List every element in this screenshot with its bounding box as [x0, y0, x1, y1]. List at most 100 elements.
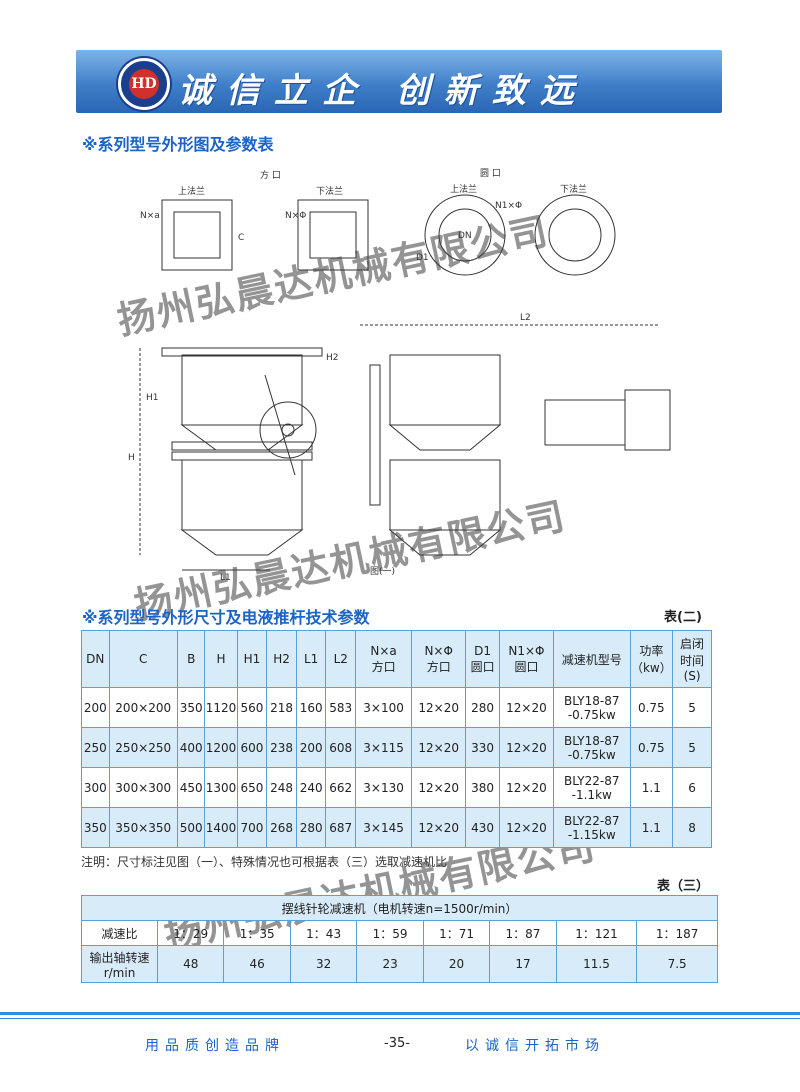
cell: 0.75	[629, 687, 674, 728]
table-note: 注明：尺寸标注见图（一）、特殊情况也可根据表（三）选取减速机比	[81, 855, 448, 869]
footer-left-slogan: 用品质创造品牌	[145, 1038, 285, 1054]
col-header: H1	[236, 630, 268, 688]
col-header: 减速机型号	[552, 630, 631, 688]
c-label: C	[238, 233, 244, 243]
cell: 3×100	[355, 687, 413, 728]
cell: 12×20	[411, 767, 467, 808]
col-header: N×Φ 方口	[411, 630, 467, 688]
col-header: N1×Φ 圆口	[498, 630, 554, 688]
technical-drawing: 方 口 圆 口 上法兰 下法兰 上法兰 下法兰 N×a N×Φ N1×Φ C D…	[128, 168, 671, 580]
params-table: DN C B H H1 H2 L1 L2 N×a 方口 N×Φ 方口 D1 圆口…	[81, 630, 712, 848]
table-row: 200 200×200 350 1120 560 218 160 583 3×1…	[81, 687, 712, 728]
cell: 500	[176, 807, 206, 848]
section-title-drawings: ※系列型号外形图及参数表	[82, 135, 274, 154]
n1-phi-label: N1×Φ	[495, 201, 522, 211]
table-row: 350 350×350 500 1400 700 268 280 687 3×1…	[81, 807, 712, 848]
cell: 3×130	[355, 767, 413, 808]
table2-label: 表(二)	[664, 610, 702, 625]
cell: 0.75	[629, 727, 674, 768]
cell: 250×250	[108, 727, 178, 768]
cell: 6	[672, 767, 712, 808]
footer-divider	[0, 1012, 800, 1015]
table-header-row: DN C B H H1 H2 L1 L2 N×a 方口 N×Φ 方口 D1 圆口…	[81, 630, 712, 688]
cell: 11.5	[555, 945, 638, 983]
row-label: 输出轴转速 r/min	[81, 945, 158, 983]
cell: 400	[176, 727, 206, 768]
cell: 3×115	[355, 727, 413, 768]
cell: BLY18-87 -0.75kw	[552, 687, 631, 728]
square-lower-flange-label: 下法兰	[316, 185, 343, 197]
reducer-table: 摆线针轮减速机（电机转速n=1500r/min） 减速比 1：29 1：35 1…	[81, 895, 718, 983]
row-label: 减速比	[81, 920, 158, 946]
table3-label: 表（三）	[657, 879, 710, 894]
round-opening-label: 圆 口	[480, 168, 501, 179]
cell: BLY22-87 -1.15kw	[552, 807, 631, 848]
cell: 12×20	[411, 807, 467, 848]
cell: 268	[266, 807, 297, 848]
cell: 662	[325, 767, 357, 808]
round-lower-flange	[534, 194, 616, 276]
table-header-row: 摆线针轮减速机（电机转速n=1500r/min）	[81, 895, 718, 921]
cell: 20	[422, 945, 491, 983]
cell: BLY22-87 -1.1kw	[552, 767, 631, 808]
cell: 1：187	[636, 920, 718, 946]
cell: 280	[295, 807, 327, 848]
cell: 687	[325, 807, 357, 848]
cell: 12×20	[498, 807, 554, 848]
cell: 300×300	[108, 767, 178, 808]
cell: 200	[81, 687, 110, 728]
col-header: B	[176, 630, 206, 688]
col-header: L1	[295, 630, 327, 688]
cell: 450	[176, 767, 206, 808]
cell: 430	[465, 807, 500, 848]
square-lower-flange	[297, 199, 369, 271]
cell: 1：71	[422, 920, 491, 946]
h2-label: H2	[326, 353, 339, 363]
cell: 1300	[204, 767, 238, 808]
cell: 350	[81, 807, 110, 848]
cell: 1200	[204, 727, 238, 768]
cell: 238	[266, 727, 297, 768]
table-row: 300 300×300 450 1300 650 248 240 662 3×1…	[81, 767, 712, 808]
cell: 48	[156, 945, 225, 983]
col-header: 功率 （kw）	[629, 630, 674, 688]
cell: 1120	[204, 687, 238, 728]
reducer-table-title: 摆线针轮减速机（电机转速n=1500r/min）	[81, 895, 718, 921]
cell: BLY18-87 -0.75kw	[552, 727, 631, 768]
table-row: 输出轴转速 r/min 48 46 32 23 20 17 11.5 7.5	[81, 945, 718, 983]
figure-caption: 图(一)	[370, 566, 395, 577]
actuator-wheel	[259, 401, 317, 459]
section-title-params: ※系列型号外形尺寸及电液推杆技术参数	[82, 608, 370, 627]
cell: 23	[356, 945, 424, 983]
table-row: 250 250×250 400 1200 600 238 200 608 3×1…	[81, 727, 712, 768]
footer-right-slogan: 以诚信开拓市场	[465, 1038, 605, 1054]
square-upper-flange	[161, 199, 233, 271]
cell: 300	[81, 767, 110, 808]
cell: 218	[266, 687, 297, 728]
cell: 280	[465, 687, 500, 728]
col-header: N×a 方口	[355, 630, 413, 688]
cell: 1：87	[489, 920, 557, 946]
cell: 583	[325, 687, 357, 728]
cell: 1400	[204, 807, 238, 848]
header-slogan: 诚信立企 创新致远	[178, 71, 588, 111]
cell: 12×20	[498, 767, 554, 808]
cell: 12×20	[498, 727, 554, 768]
round-lower-flange-label: 下法兰	[560, 183, 587, 195]
d1-label: D1	[416, 253, 429, 263]
cell: 1：59	[356, 920, 424, 946]
cell: 5	[672, 727, 712, 768]
valve-body-upper	[181, 354, 303, 426]
cell: 1：29	[156, 920, 225, 946]
table-row: 减速比 1：29 1：35 1：43 1：59 1：71 1：87 1：121 …	[81, 920, 718, 946]
cell: 240	[295, 767, 327, 808]
cell: 350×350	[108, 807, 178, 848]
cell: 560	[236, 687, 268, 728]
cell: 380	[465, 767, 500, 808]
cell: 46	[223, 945, 291, 983]
page-number: -35-	[384, 1036, 410, 1051]
cell: 350	[176, 687, 206, 728]
col-header: H2	[266, 630, 297, 688]
col-header: H	[204, 630, 238, 688]
round-upper-flange-label: 上法兰	[450, 183, 477, 195]
